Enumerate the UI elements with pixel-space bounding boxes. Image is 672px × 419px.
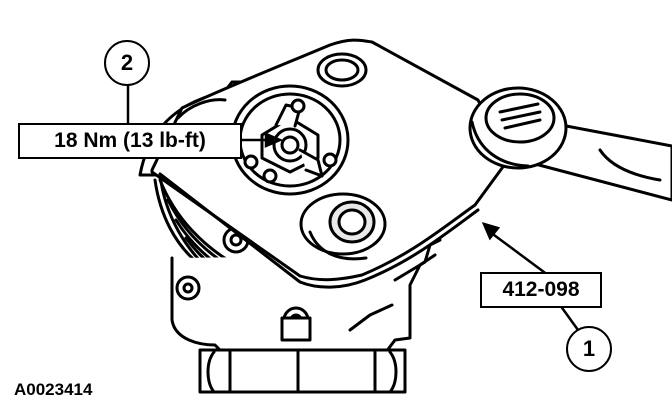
callout-1-number: 1 xyxy=(582,336,596,361)
tool-number-label: 412-098 xyxy=(480,272,602,308)
ratchet-wrench xyxy=(468,86,672,202)
tool-leader-line xyxy=(489,230,553,280)
compressor-body xyxy=(138,80,442,394)
callout-2: 2 xyxy=(104,40,150,86)
callout-2-number: 2 xyxy=(120,50,134,75)
torque-leader-arrowhead xyxy=(264,132,284,148)
clutch-hub-nut xyxy=(243,98,338,184)
callout-1: 1 xyxy=(566,326,612,372)
torque-spec-label: 18 Nm (13 lb-ft) xyxy=(18,123,242,159)
tool-leader-arrowhead xyxy=(481,222,501,241)
torque-spec-text: 18 Nm (13 lb-ft) xyxy=(54,129,206,152)
leader-lines xyxy=(126,80,580,331)
callout-1-leader xyxy=(558,304,580,331)
tool-number-text: 412-098 xyxy=(502,278,580,301)
figure-id: A0023414 xyxy=(14,380,93,399)
